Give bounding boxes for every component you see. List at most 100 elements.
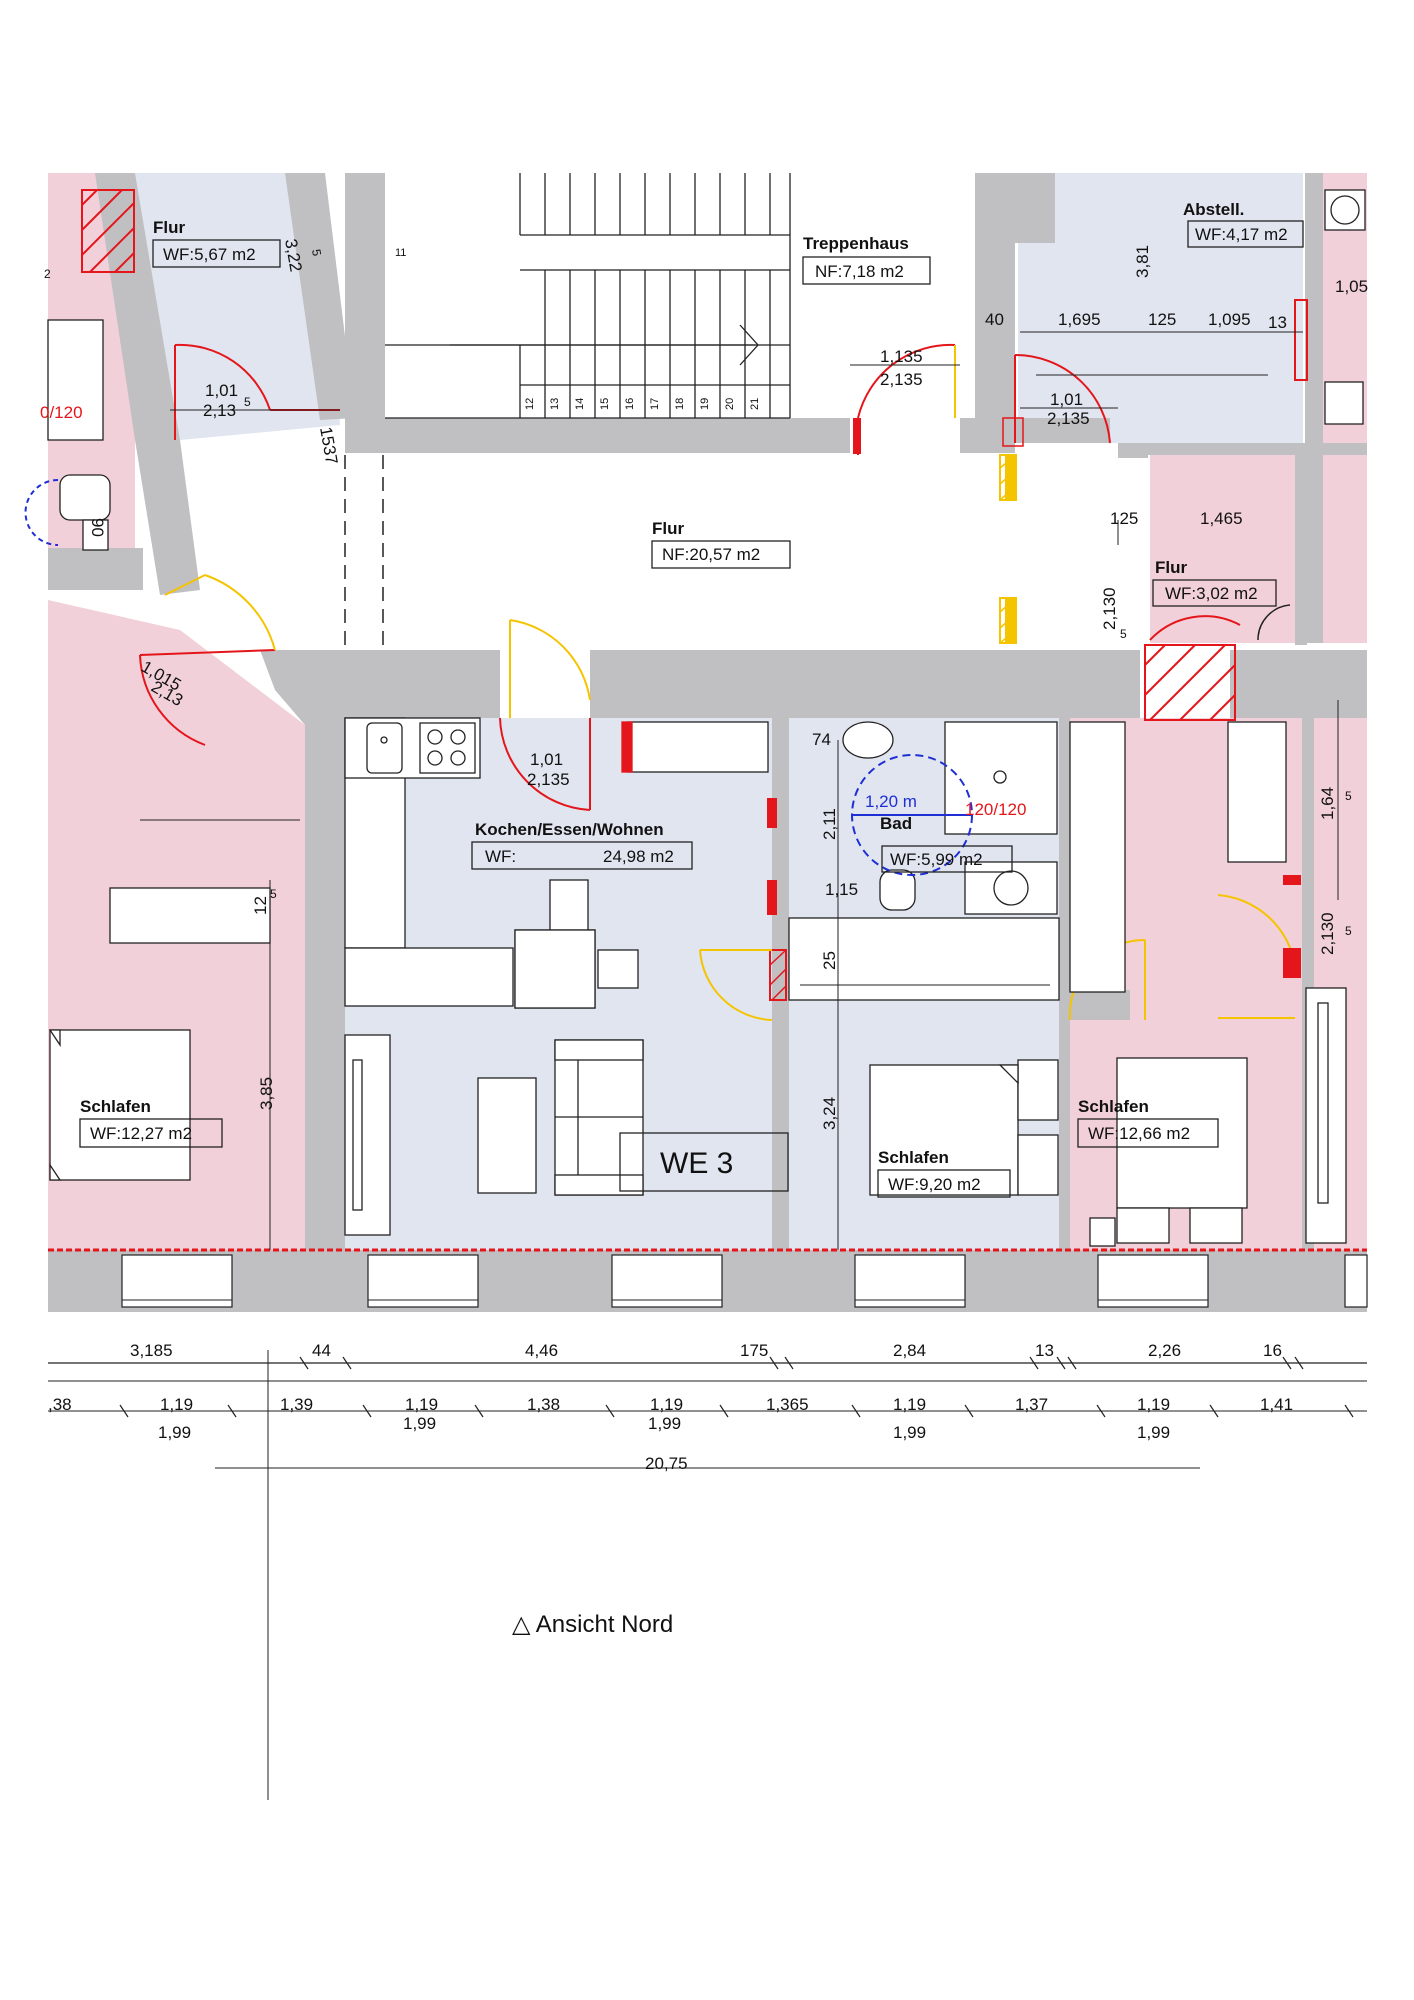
dim-12-sup: 5 (270, 887, 277, 901)
stair-step-14: 14 (574, 398, 586, 410)
room-area-schlafen-mid: WF:9,20 m2 (888, 1175, 981, 1194)
door-leaves (767, 418, 1301, 978)
kitchen-upper-cabinet (627, 721, 769, 773)
stair-step-21: 21 (749, 398, 761, 410)
windows (121, 1254, 1368, 1308)
stair-step-15: 15 (599, 398, 611, 410)
room-area-flur-right: WF:3,02 m2 (1165, 584, 1258, 603)
dim-kitchen-door-w: 1,01 (530, 750, 563, 769)
dim-row1-2: 4,46 (525, 1341, 558, 1360)
floor-flur-right (1150, 455, 1305, 643)
interior-dimensions: 3,22 5 1,01 2,13 5 1537 90 1,135 2,135 3… (88, 237, 1368, 1130)
stair-step-20: 20 (724, 398, 736, 410)
dim-stair-door-w: 1,135 (880, 347, 923, 366)
room-name-kochen: Kochen/Essen/Wohnen (475, 820, 664, 839)
room-name-flur-main: Flur (652, 519, 684, 538)
dim-row2-2: 1,39 (280, 1395, 313, 1414)
dim-row2-1: 1,19 (160, 1395, 193, 1414)
dimension-lines (48, 331, 1367, 1800)
room-area-schlafen-left: WF:12,27 m2 (90, 1124, 192, 1143)
unit-label: WE 3 (660, 1147, 733, 1180)
room-area-kochen-label: WF: (485, 847, 516, 866)
dim-164: 1,64 (1318, 787, 1337, 820)
dim-115: 1,15 (825, 880, 858, 899)
room-name-flur-right: Flur (1155, 558, 1187, 577)
dim-2130-sup: 5 (1120, 627, 1127, 641)
dim-wc-90: 90 (88, 518, 107, 537)
dim-125b: 125 (1110, 509, 1138, 528)
dim-row1-5: 13 (1035, 1341, 1054, 1360)
room-area-treppenhaus: NF:7,18 m2 (815, 262, 904, 281)
turning-circle-label: 1,20 m (865, 792, 917, 811)
room-area-flur-main: NF:20,57 m2 (662, 545, 760, 564)
flur-dashed-lines (344, 455, 384, 650)
dim-40: 40 (985, 310, 1004, 329)
dim-324: 3,24 (820, 1097, 839, 1130)
dim-row2-10: 1,41 (1260, 1395, 1293, 1414)
bottom-dimension-row3: 1,99 1,99 1,99 1,99 1,99 (158, 1414, 1170, 1442)
dim-25: 25 (820, 951, 839, 970)
dim-flur-left-5: 5 (309, 248, 324, 257)
dim-2130: 2,130 (1100, 587, 1119, 630)
dim-385: 3,85 (257, 1077, 276, 1110)
stair-step-17: 17 (649, 398, 661, 410)
dim-flur-door-w: 1,01 (205, 381, 238, 400)
room-area-flur-left: WF:5,67 m2 (163, 245, 256, 264)
dim-1095: 1,095 (1208, 310, 1251, 329)
bottom-dimension-row1: 3,185 44 4,46 175 2,84 13 2,26 16 (130, 1341, 1282, 1360)
floor-abstell (1018, 173, 1303, 443)
door-abstell (1014, 353, 1111, 444)
left-2-label: 2 (44, 267, 51, 281)
dim-1695: 1,695 (1058, 310, 1101, 329)
dim-mid-door-w: 1,01 (1050, 390, 1083, 409)
wardrobe-left (344, 1034, 391, 1236)
kitchen-stove (419, 722, 476, 774)
dim-row1-7: 16 (1263, 1341, 1282, 1360)
door-entry-left (139, 654, 206, 746)
room-name-bad: Bad (880, 814, 912, 833)
door-bad (699, 949, 773, 1021)
room-name-schlafen-right: Schlafen (1078, 1097, 1149, 1116)
room-name-abstell: Abstell. (1183, 200, 1244, 219)
wardrobe-right (1069, 721, 1126, 993)
shower-red-label: 120/120 (965, 800, 1026, 819)
dim-row3-1: 1,99 (403, 1414, 436, 1433)
coffee-table (477, 1077, 537, 1194)
hatch-blocks (81, 189, 1308, 1001)
wc-bad (879, 869, 916, 911)
tv-board (619, 1132, 789, 1192)
dim-row1-0: 3,185 (130, 1341, 173, 1360)
door-flur-right (1149, 615, 1241, 641)
bed-left (49, 1029, 191, 1181)
dim-abstell-381: 3,81 (1133, 245, 1152, 278)
dim-2130r-sup: 5 (1345, 924, 1352, 938)
stair-11-label: 11 (395, 247, 406, 259)
dim-row2-0: ,38 (48, 1395, 72, 1414)
room-name-flur-left: Flur (153, 218, 185, 237)
dim-row1-4: 2,84 (893, 1341, 926, 1360)
room-area-bad: WF:5,99 m2 (890, 850, 983, 869)
dim-row2-8: 1,37 (1015, 1395, 1048, 1414)
dim-row2-4: 1,38 (527, 1395, 560, 1414)
walls (48, 173, 1367, 1312)
kitchen-sink (366, 722, 403, 774)
dim-125a: 125 (1148, 310, 1176, 329)
dim-mid-door-h: 2,135 (1047, 409, 1090, 428)
dim-total-width: 20,75 (645, 1454, 688, 1473)
dim-105: 1,05 (1335, 277, 1368, 296)
room-area-kochen-value: 24,98 m2 (603, 847, 674, 866)
dim-2130r: 2,130 (1318, 912, 1337, 955)
dim-row2-6: 1,365 (766, 1395, 809, 1414)
dim-13a: 13 (1268, 313, 1287, 332)
dim-row3-2: 1,99 (648, 1414, 681, 1433)
dim-flur-door-sup: 5 (244, 395, 251, 409)
room-area-schlafen-right: WF:12,66 m2 (1088, 1124, 1190, 1143)
stair-step-18: 18 (674, 398, 686, 410)
dim-1465: 1,465 (1200, 509, 1243, 528)
stair-step-16: 16 (624, 398, 636, 410)
dim-164-sup: 5 (1345, 789, 1352, 803)
room-name-treppenhaus: Treppenhaus (803, 234, 909, 253)
dim-row2-3: 1,19 (405, 1395, 438, 1414)
dim-stair-door-h: 2,135 (880, 370, 923, 389)
door-kitchen-top (509, 619, 591, 701)
